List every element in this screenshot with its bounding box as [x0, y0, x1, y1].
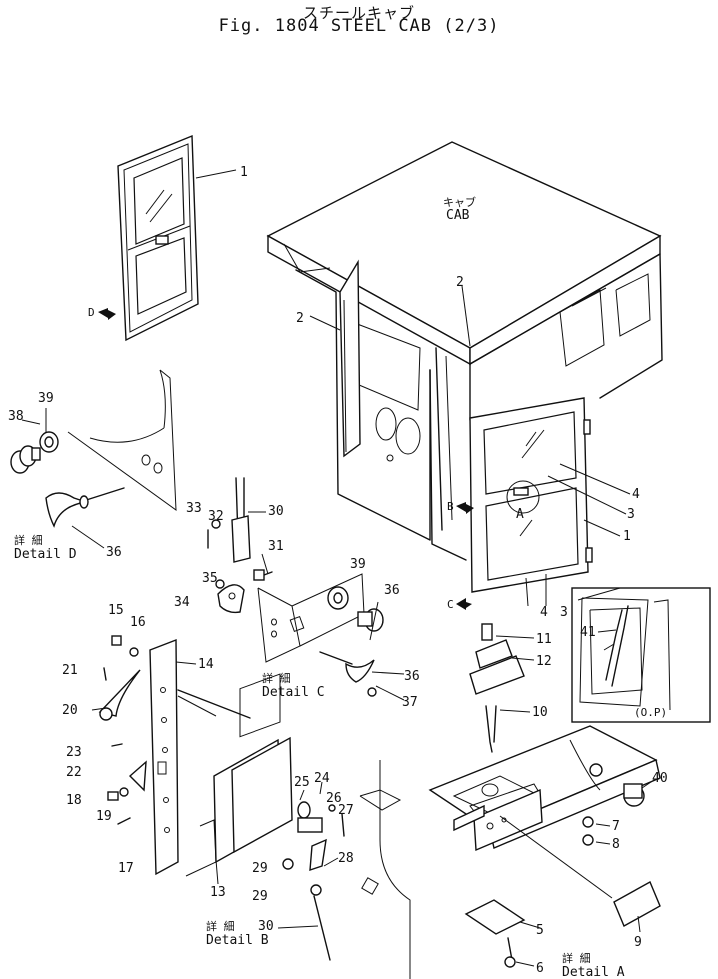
cab-label: キャブ CAB	[443, 195, 476, 223]
part-label: 13	[210, 885, 226, 900]
svg-text:A: A	[516, 507, 524, 522]
part-label: 27	[338, 803, 354, 818]
detail-b-caption: 詳 細 Detail B	[206, 919, 269, 948]
part-label: 6	[536, 961, 544, 976]
part-label: 5	[536, 923, 544, 938]
svg-text:詳 細: 詳 細	[562, 951, 591, 965]
cab-body	[266, 141, 663, 561]
cab-door	[469, 397, 593, 593]
svg-text:詳 細: 詳 細	[206, 919, 235, 933]
svg-text:CAB: CAB	[446, 208, 470, 223]
detail-b-group	[98, 635, 345, 961]
part-label: 19	[96, 809, 112, 824]
svg-text:Detail D: Detail D	[14, 547, 77, 562]
detail-a-group	[359, 623, 661, 979]
side-window-strip	[339, 259, 361, 458]
part-label: 4	[540, 605, 548, 620]
detail-d-caption: 詳 細 Detail D	[14, 533, 77, 562]
svg-text:C: C	[447, 598, 454, 611]
part-label: 29	[252, 861, 268, 876]
detail-a-caption: 詳 細 Detail A	[562, 951, 625, 979]
part-label: 30	[268, 504, 284, 519]
part-label: 2	[456, 275, 464, 290]
part-label: 41	[580, 625, 596, 640]
part-label: 9	[634, 935, 642, 950]
part-label: 23	[66, 745, 82, 760]
inset-41: (O.P)	[571, 587, 711, 723]
part-label: 14	[198, 657, 214, 672]
part-label: 39	[350, 557, 366, 572]
part-label: 22	[66, 765, 82, 780]
part-label: 15	[108, 603, 124, 618]
part-label: 36	[404, 669, 420, 684]
part-label: 39	[38, 391, 54, 406]
svg-text:キャブ: キャブ	[443, 195, 476, 209]
part-label: 12	[536, 654, 552, 669]
svg-text:Detail A: Detail A	[562, 965, 625, 979]
part-number-labels: 1 2 2 4 3 1 4 3 38 39 36 33 32 30 31 35 …	[8, 165, 668, 976]
part-label: 40	[652, 771, 668, 786]
part-label: 37	[402, 695, 418, 710]
window-frame-assembly	[117, 134, 199, 342]
svg-text:(O.P): (O.P)	[634, 706, 667, 719]
part-label: 21	[62, 663, 78, 678]
view-arrow-b: B	[447, 500, 474, 514]
part-label: 26	[326, 791, 342, 806]
leader-lines	[21, 169, 655, 967]
svg-text:詳 細: 詳 細	[262, 671, 291, 685]
part-label: 17	[118, 861, 134, 876]
part-label: 34	[174, 595, 190, 610]
view-arrow-c: C	[447, 598, 472, 611]
detail-c-caption: 詳 細 Detail C	[262, 671, 325, 700]
part-label: 8	[612, 837, 620, 852]
part-label: 24	[314, 771, 330, 786]
part-label: 36	[106, 545, 122, 560]
part-label: 7	[612, 819, 620, 834]
svg-text:D: D	[88, 306, 95, 319]
svg-text:詳 細: 詳 細	[14, 533, 43, 547]
part-label: 10	[532, 705, 548, 720]
part-label: 20	[62, 703, 78, 718]
part-label: 18	[66, 793, 82, 808]
part-label: 4	[632, 487, 640, 502]
part-label: 3	[627, 507, 635, 522]
part-label: 29	[252, 889, 268, 904]
title-japanese: スチールキャブ	[302, 4, 415, 22]
svg-text:Detail C: Detail C	[262, 685, 325, 700]
part-label: 35	[202, 571, 218, 586]
svg-text:Detail B: Detail B	[206, 933, 269, 948]
part-label: 30	[258, 919, 274, 934]
part-label: 2	[296, 311, 304, 326]
part-label: 33	[186, 501, 202, 516]
part-label: 25	[294, 775, 310, 790]
detail-c-group	[207, 477, 384, 697]
part-label: 38	[8, 409, 24, 424]
part-label: 3	[560, 605, 568, 620]
figure-title: Fig. 1804 STEEL CAB (2/3)	[218, 16, 500, 36]
svg-text:B: B	[447, 500, 454, 513]
part-label: 1	[240, 165, 248, 180]
detail-d-group	[10, 369, 177, 528]
view-arrow-a: A	[516, 507, 524, 522]
part-label: 1	[623, 529, 631, 544]
part-label: 36	[384, 583, 400, 598]
part-label: 11	[536, 632, 552, 647]
part-label: 32	[208, 509, 224, 524]
part-label: 31	[268, 539, 284, 554]
view-arrow-d: D	[88, 306, 116, 320]
part-label: 28	[338, 851, 354, 866]
part-label: 16	[130, 615, 146, 630]
